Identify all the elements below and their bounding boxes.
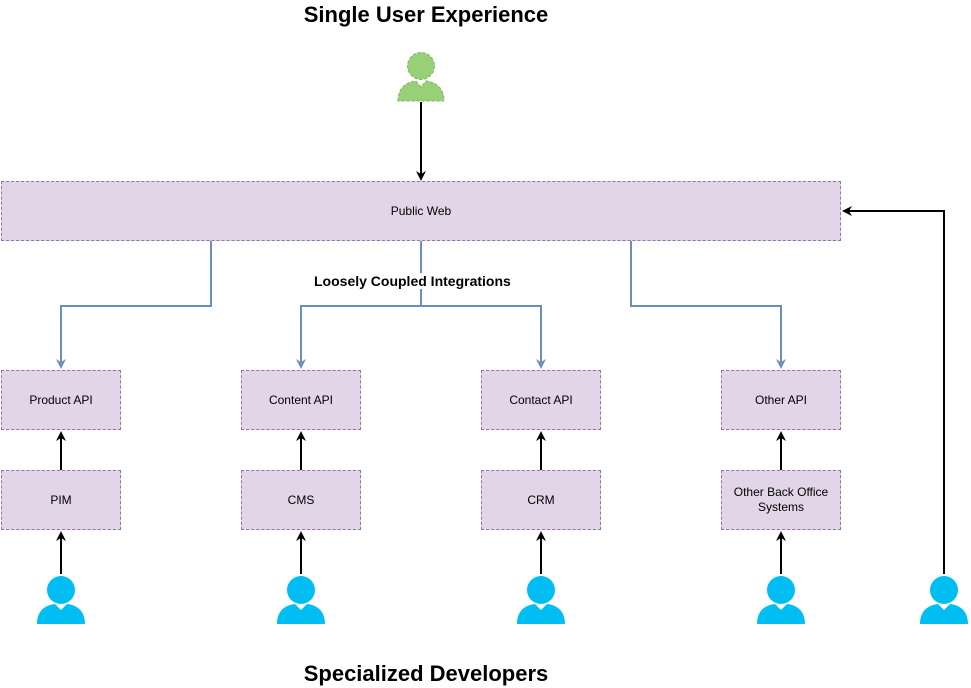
public-web-box: Public Web <box>1 181 841 241</box>
integration-line-contact <box>421 305 546 369</box>
public-web-label: Public Web <box>390 203 452 218</box>
integration-line-content <box>296 241 422 369</box>
diagram-subtitle: Specialized Developers <box>303 661 549 686</box>
diagram-title: Single User Experience <box>303 2 549 27</box>
api-box-contact: Contact API <box>481 370 601 430</box>
developer-icon-2 <box>277 576 325 624</box>
arrow-developer-to-public-web <box>842 206 945 574</box>
api-label: Product API <box>29 392 93 407</box>
api-box-product: Product API <box>1 370 121 430</box>
api-label: Content API <box>268 392 334 407</box>
system-box-other: Other Back Office Systems <box>721 470 841 530</box>
system-label: PIM <box>50 492 72 507</box>
developer-icon-4 <box>757 576 805 624</box>
system-label: Other Back Office Systems <box>733 485 829 514</box>
api-label: Contact API <box>509 392 573 407</box>
system-box-crm: CRM <box>481 470 601 530</box>
end-user-icon <box>397 52 445 102</box>
system-label: CRM <box>527 492 555 507</box>
developer-icon-3 <box>517 576 565 624</box>
integration-label: Loosely Coupled Integrations <box>312 273 513 289</box>
developer-icon-1 <box>37 576 85 624</box>
system-box-cms: CMS <box>241 470 361 530</box>
api-box-content: Content API <box>241 370 361 430</box>
developer-icon-5 <box>920 576 968 624</box>
api-label: Other API <box>754 392 808 407</box>
system-box-pim: PIM <box>1 470 121 530</box>
system-label: CMS <box>287 492 315 507</box>
api-box-other: Other API <box>721 370 841 430</box>
integration-line-other <box>630 241 786 369</box>
integration-line-product <box>56 241 212 369</box>
